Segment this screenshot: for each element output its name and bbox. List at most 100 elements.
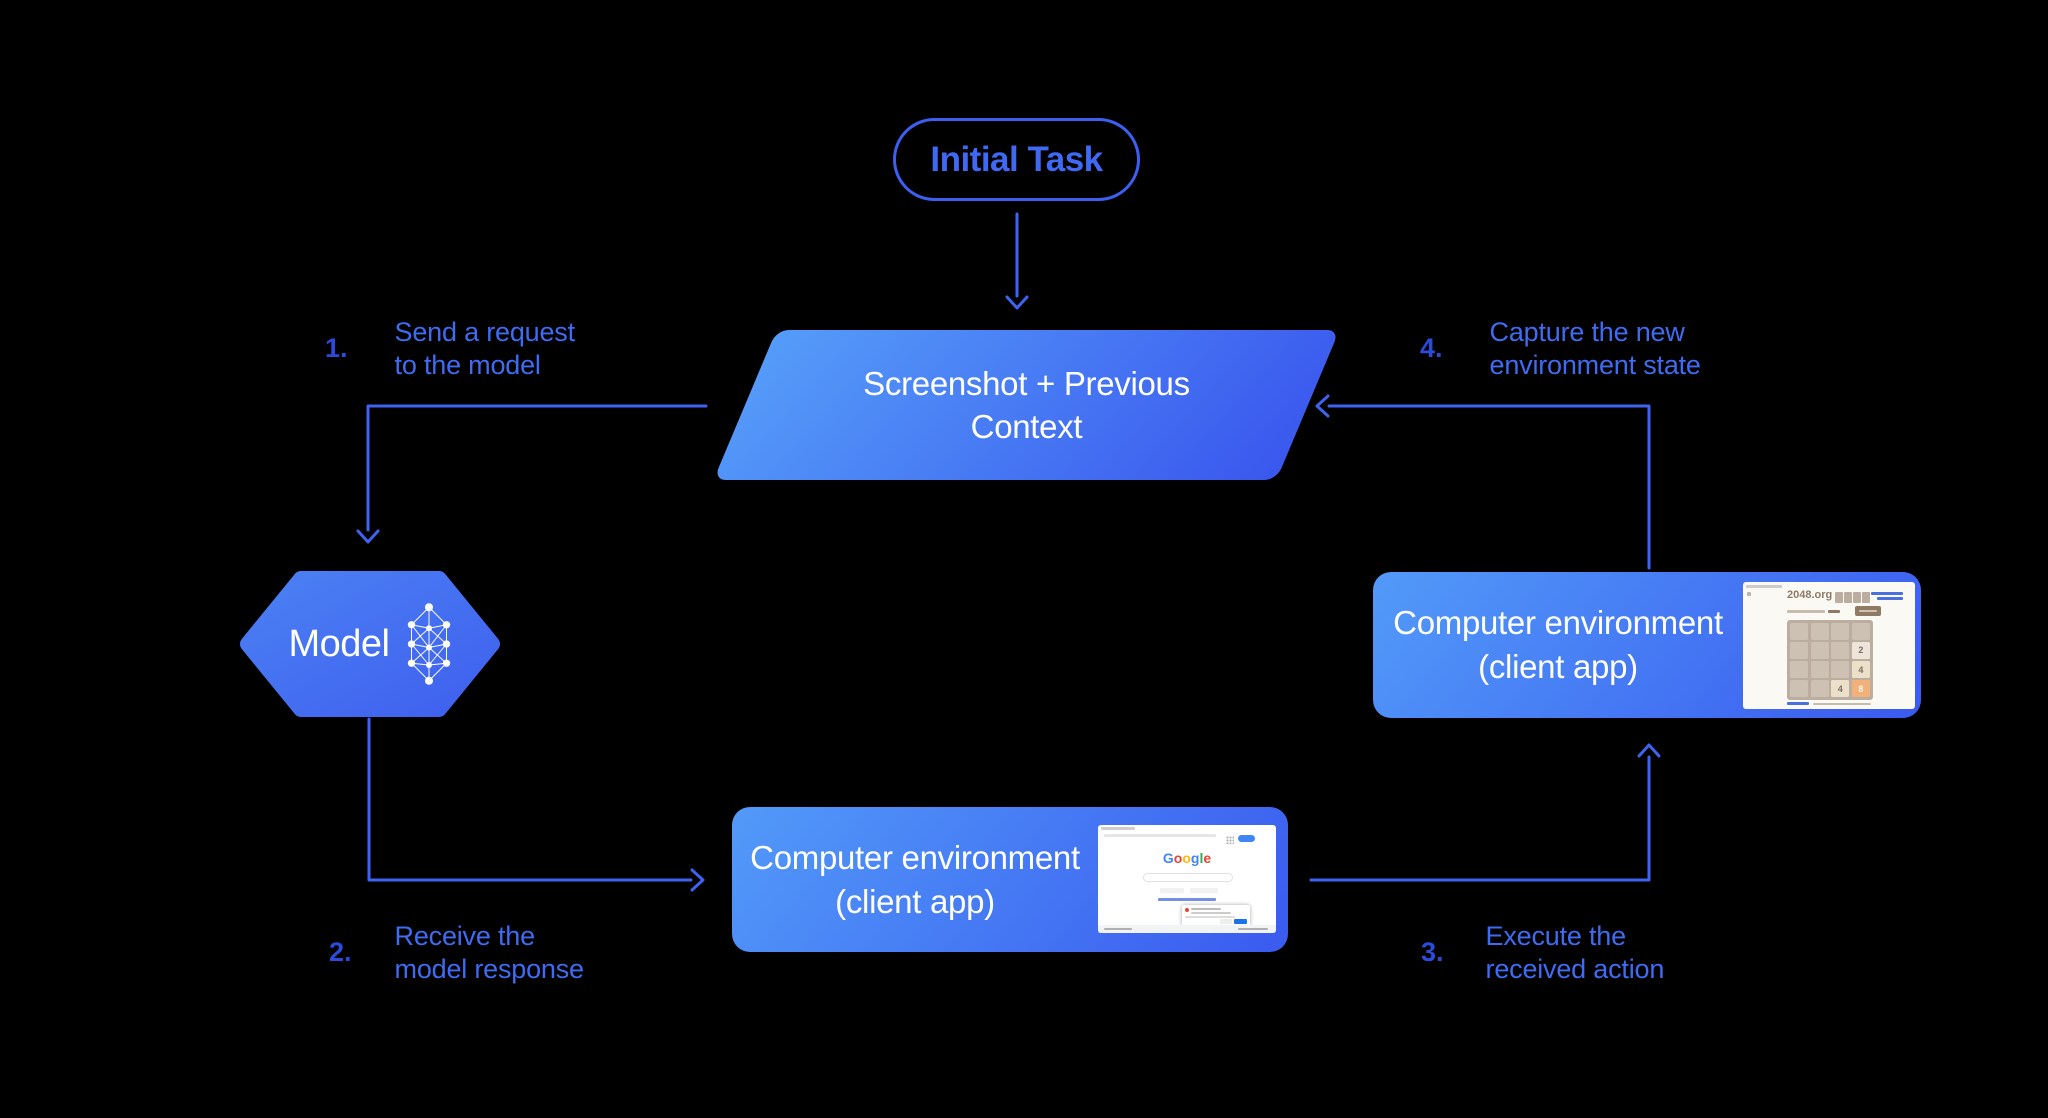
step-2-number: 2. <box>329 937 352 967</box>
step-2-line1: Receive the <box>394 921 536 951</box>
step-1-line2: to the model <box>394 350 541 380</box>
dialog-secondary-button <box>1220 919 1232 924</box>
node-env-bottom: Computer environment (client app) Google <box>732 807 1288 952</box>
game-tile: 8 <box>1851 680 1870 697</box>
game-cell <box>1790 642 1809 659</box>
dialog-text-line <box>1191 912 1231 914</box>
initial-task-label: Initial Task <box>930 139 1103 179</box>
screenshot-context-line1: Screenshot + Previous <box>863 365 1190 402</box>
neural-network-icon <box>407 603 450 685</box>
new-game-label <box>1859 610 1877 612</box>
google-logo-letter: l <box>1199 850 1204 866</box>
new-game-button <box>1855 606 1881 616</box>
game-cell <box>1810 661 1829 678</box>
arrow-3-execute-action <box>1309 743 1661 882</box>
header-link <box>1877 597 1903 600</box>
screenshot-context-label: Screenshot + Previous Context <box>745 330 1308 480</box>
step-4-line2: environment state <box>1489 350 1701 380</box>
node-model-shape <box>240 571 500 717</box>
step-3-line2: received action <box>1485 954 1665 984</box>
env-right-label: Computer environment (client app) <box>1373 572 1743 718</box>
node-screenshot-context: Screenshot + Previous Context <box>713 330 1340 480</box>
game-cell <box>1810 623 1829 640</box>
footer-links-left <box>1104 928 1132 930</box>
step-1-number: 1. <box>325 333 348 363</box>
dialog-signin-button <box>1234 919 1247 924</box>
game-cell <box>1831 661 1850 678</box>
step-4: 4. Capture the new environment state <box>1420 316 1701 382</box>
instructions-text <box>1787 610 1825 613</box>
google-logo-letter: g <box>1190 850 1200 866</box>
step-4-label: Capture the new environment state <box>1490 316 1701 382</box>
browser-tab-bar <box>1101 827 1135 830</box>
google-logo-letter: o <box>1182 850 1191 866</box>
step-3-label: Execute the received action <box>1486 920 1665 986</box>
google-homepage-thumbnail: Google <box>1098 825 1276 933</box>
node-env-right: Computer environment (client app) 2048.o… <box>1373 572 1921 718</box>
arrow-2-receive-response <box>367 717 705 892</box>
node-model: Model <box>235 566 505 722</box>
game-title: 2048.org <box>1787 589 1833 601</box>
dialog-text-line <box>1185 916 1235 918</box>
google-logo-letter: G <box>1162 850 1174 866</box>
footer-link <box>1787 702 1809 705</box>
step-3-number: 3. <box>1421 937 1444 967</box>
game-tile: 4 <box>1851 661 1870 678</box>
step-3-line1: Execute the <box>1485 921 1627 951</box>
footer-links-right <box>1238 928 1268 930</box>
step-1-line1: Send a request <box>394 317 576 347</box>
step-2-label: Receive the model response <box>394 920 585 986</box>
arrow-initial-task-to-context <box>1005 212 1029 310</box>
game-cell <box>1790 680 1809 697</box>
dialog-text-line <box>1191 908 1221 910</box>
step-4-number: 4. <box>1420 333 1443 363</box>
score-tile <box>1835 592 1843 603</box>
model-label: Model <box>288 622 391 665</box>
score-tile <box>1853 592 1861 603</box>
header-link <box>1871 592 1903 595</box>
screenshot-context-line2: Context <box>970 408 1083 445</box>
apps-grid-icon <box>1226 836 1234 844</box>
game-cell <box>1790 623 1809 640</box>
step-4-line1: Capture the new <box>1489 317 1685 347</box>
google-logo-letter: e <box>1203 850 1212 866</box>
score-tile <box>1862 592 1870 603</box>
sign-in-button <box>1238 835 1255 842</box>
search-button <box>1160 888 1184 893</box>
google-logo: Google <box>1098 850 1276 866</box>
env-bottom-label: Computer environment (client app) <box>732 807 1098 952</box>
node-initial-task: Initial Task <box>893 118 1140 201</box>
instructions-bold-text <box>1828 610 1840 613</box>
game-tile: 2 <box>1851 642 1870 659</box>
game-cell <box>1831 623 1850 640</box>
game-cell <box>1790 661 1809 678</box>
score-tile <box>1844 592 1852 603</box>
game-cell <box>1851 623 1870 640</box>
arrow-4-capture-state <box>1315 394 1651 570</box>
footer-text <box>1813 702 1871 705</box>
env-right-line1: Computer environment <box>1393 604 1723 641</box>
game-cell <box>1810 680 1829 697</box>
step-3: 3. Execute the received action <box>1421 920 1664 986</box>
game-tile: 4 <box>1831 680 1850 697</box>
env-right-line2: (client app) <box>1478 648 1638 685</box>
arrow-1-send-request <box>356 404 708 544</box>
step-2-line2: model response <box>394 954 585 984</box>
dialog-avatar-icon <box>1185 908 1189 912</box>
env-bottom-line2: (client app) <box>835 882 995 920</box>
step-1: 1. Send a request to the model <box>325 316 575 382</box>
game-cell <box>1831 642 1850 659</box>
search-box <box>1143 873 1233 882</box>
step-2: 2. Receive the model response <box>329 920 584 986</box>
address-bar <box>1104 834 1216 837</box>
footer-bar <box>1098 925 1276 933</box>
favicon <box>1747 592 1751 596</box>
language-link-line <box>1158 898 1216 901</box>
browser-tab-bar <box>1746 585 1782 588</box>
game-cell <box>1810 642 1829 659</box>
env-bottom-line1: Computer environment <box>750 838 1080 876</box>
